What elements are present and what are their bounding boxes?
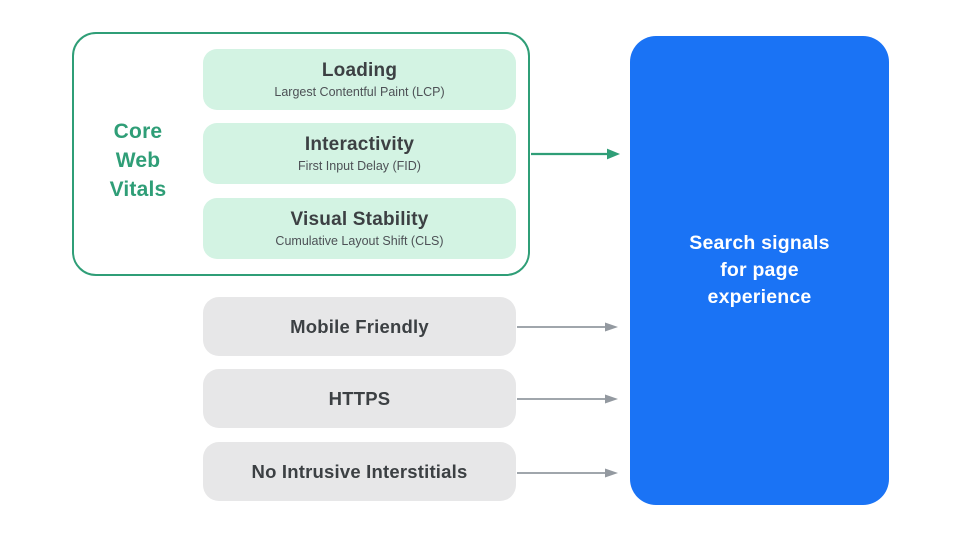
signal-https: HTTPS: [203, 369, 516, 428]
no-intrusive-interstitials-arrow: [517, 468, 618, 478]
core-web-vitals-arrow: [531, 148, 620, 160]
cwv-item-subtitle: Cumulative Layout Shift (CLS): [275, 233, 444, 248]
cwv-item-interactivity: Interactivity First Input Delay (FID): [203, 123, 516, 184]
core-web-vitals-label-line: Vitals: [109, 178, 167, 201]
search-signals-panel-line: for page: [720, 259, 799, 281]
search-signals-panel-line: experience: [707, 286, 812, 308]
cwv-item-subtitle: Largest Contentful Paint (LCP): [274, 84, 445, 99]
signal-label: Mobile Friendly: [290, 315, 429, 337]
search-signals-panel-line: Search signals: [689, 232, 830, 254]
signal-mobile-friendly: Mobile Friendly: [203, 297, 516, 356]
core-web-vitals-label: Core Web Vitals: [74, 117, 202, 204]
cwv-item-subtitle: First Input Delay (FID): [298, 158, 421, 173]
cwv-item-visual-stability: Visual Stability Cumulative Layout Shift…: [203, 198, 516, 259]
mobile-friendly-arrow: [517, 322, 618, 332]
signal-no-intrusive-interstitials: No Intrusive Interstitials: [203, 442, 516, 501]
core-web-vitals-label-line: Core: [113, 120, 163, 143]
https-arrow: [517, 394, 618, 404]
core-web-vitals-label-line: Web: [115, 149, 161, 172]
cwv-item-title: Visual Stability: [290, 208, 429, 230]
signal-label: HTTPS: [328, 387, 391, 409]
cwv-item-title: Interactivity: [304, 133, 415, 155]
cwv-item-loading: Loading Largest Contentful Paint (LCP): [203, 49, 516, 110]
signal-label: No Intrusive Interstitials: [251, 460, 468, 482]
search-signals-panel: Search signals for page experience: [630, 36, 889, 505]
cwv-item-title: Loading: [321, 59, 398, 81]
core-web-vitals-group-box: [72, 32, 530, 276]
